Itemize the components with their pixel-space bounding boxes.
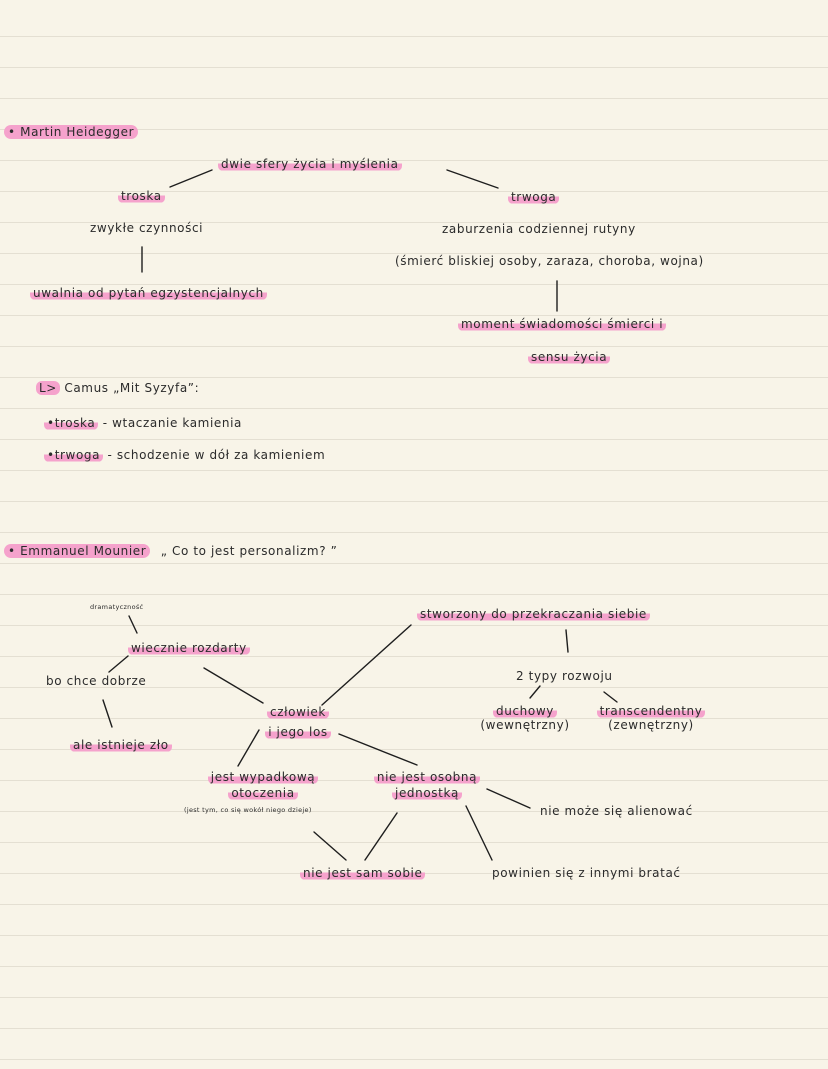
line-osobna-to-powinien bbox=[465, 805, 493, 861]
line-osobna-to-sam bbox=[364, 812, 398, 861]
transcendentny-node: transcendentny (zewnętrzny) bbox=[592, 704, 710, 732]
line-stworzony-to-typy bbox=[565, 629, 569, 653]
alienowac: nie może się alienować bbox=[540, 804, 693, 818]
chce-dobrze: bo chce dobrze bbox=[46, 674, 147, 688]
line-typy-to-transcendentny bbox=[603, 691, 618, 703]
duchowy-node: duchowy (wewnętrzny) bbox=[480, 704, 570, 732]
heidegger-root: dwie sfery życia i myślenia bbox=[218, 157, 402, 171]
line-czlowiek-to-wypadkowa bbox=[237, 729, 260, 767]
troska-result: uwalnia od pytań egzystencjalnych bbox=[30, 286, 267, 300]
line-chce-to-zlo bbox=[102, 699, 113, 728]
line-typy-to-duchowy bbox=[529, 685, 541, 699]
czlowiek-line1: człowiek bbox=[267, 705, 329, 719]
line-rozdarty-to-czlowiek bbox=[203, 667, 264, 704]
heidegger-author: • Martin Heidegger bbox=[4, 125, 139, 139]
troska-item: zwykłe czynności bbox=[90, 221, 204, 235]
czlowiek-node: człowiek i jego los bbox=[258, 705, 338, 739]
stworzony: stworzony do przekraczania siebie bbox=[417, 607, 650, 621]
line-root-to-troska bbox=[169, 169, 213, 188]
line-osobna-to-alienowac bbox=[486, 788, 531, 809]
sam-sobie: nie jest sam sobie bbox=[300, 866, 426, 880]
trwoga-result-line2: sensu życia bbox=[528, 350, 611, 364]
camus-title: L> Camus „Mit Syzyfa”: bbox=[36, 381, 199, 395]
line-dramatycznosc-to-rozdarty bbox=[128, 615, 138, 634]
line-wypadkowa-to-sam bbox=[313, 831, 347, 861]
trwoga-title: trwoga bbox=[508, 190, 560, 204]
bullet-icon: • bbox=[8, 544, 16, 558]
rozdarty: wiecznie rozdarty bbox=[128, 641, 250, 655]
camus-item-trwoga: •trwoga - schodzenie w dół za kamieniem bbox=[44, 448, 325, 462]
istnieje-zlo: ale istnieje zło bbox=[70, 738, 172, 752]
trwoga-item: zaburzenia codziennej rutyny bbox=[442, 222, 636, 236]
line-rozdarty-to-chce bbox=[108, 655, 129, 673]
camus-item-troska: •troska - wtaczanie kamienia bbox=[44, 416, 242, 430]
bullet-icon: • bbox=[47, 416, 55, 430]
typy-rozwoju: 2 typy rozwoju bbox=[516, 669, 613, 683]
trwoga-examples: (śmierć bliskiej osoby, zaraza, choroba,… bbox=[395, 254, 704, 268]
mounier-work: „ Co to jest personalizm? ” bbox=[160, 544, 338, 558]
bullet-icon: • bbox=[8, 125, 16, 139]
wypadkowa-note: (jest tym, co się wokół niego dzieje) bbox=[184, 806, 312, 814]
wypadkowa-node: jest wypadkową otoczenia bbox=[200, 770, 326, 800]
line-czlowiek-to-stworzony bbox=[321, 624, 412, 706]
osobna-node: nie jest osobną jednostką bbox=[362, 770, 492, 800]
mounier-header: • Emmanuel Mounier „ Co to jest personal… bbox=[4, 544, 337, 558]
trwoga-result-line1: moment świadomości śmierci i bbox=[458, 317, 667, 331]
bullet-icon: • bbox=[47, 448, 55, 462]
dramatycznosc: dramatyczność bbox=[90, 603, 144, 611]
line-root-to-trwoga bbox=[446, 169, 499, 189]
czlowiek-line2: i jego los bbox=[265, 725, 331, 739]
arrow-icon: L> bbox=[36, 381, 60, 395]
troska-title: troska bbox=[118, 189, 165, 203]
mounier-author: • Emmanuel Mounier bbox=[4, 544, 151, 558]
line-czlowiek-to-osobna bbox=[338, 733, 418, 766]
bratac: powinien się z innymi bratać bbox=[492, 866, 681, 880]
